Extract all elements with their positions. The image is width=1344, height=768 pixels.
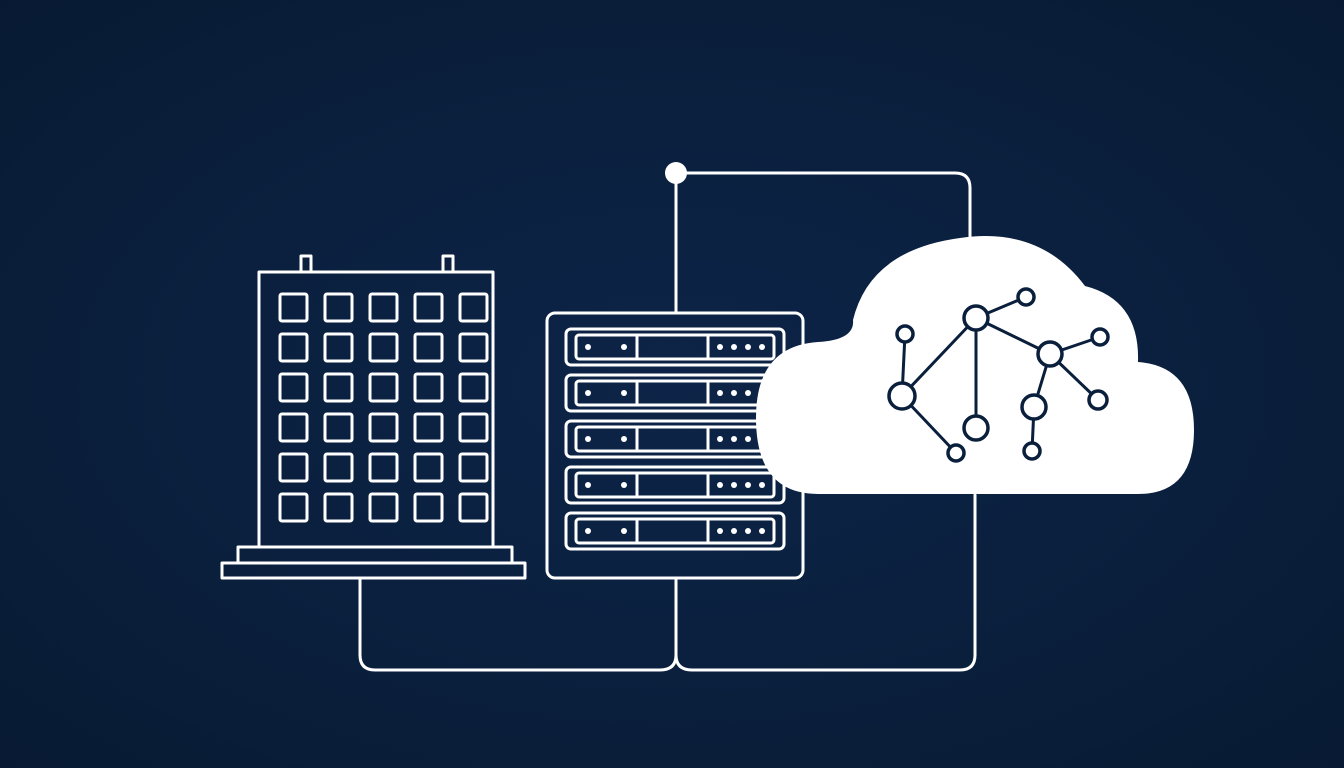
server-unit-faceplate	[574, 425, 776, 453]
building-body	[257, 270, 495, 549]
building-window	[278, 372, 309, 403]
server-unit	[564, 511, 786, 551]
server-indicator-light	[585, 528, 591, 534]
building-window	[368, 372, 399, 403]
server-unit	[564, 327, 786, 367]
server-indicator-light	[717, 344, 723, 350]
server-indicator-light	[731, 390, 737, 396]
graph-node	[895, 324, 915, 344]
building-window	[323, 412, 354, 443]
server-indicator-light	[717, 528, 723, 534]
building-window	[458, 452, 489, 483]
building-icon	[220, 254, 527, 580]
graph-node	[887, 381, 917, 411]
building-window	[458, 412, 489, 443]
graph-node	[1090, 327, 1110, 347]
building-window	[413, 452, 444, 483]
building-window	[323, 492, 354, 523]
building-window	[278, 332, 309, 363]
graph-node	[1016, 287, 1036, 307]
building-window	[458, 292, 489, 323]
top-connector-line	[674, 171, 972, 314]
building-window	[458, 492, 489, 523]
server-indicator-light	[731, 528, 737, 534]
building-antenna-left	[299, 254, 313, 274]
server-indicator-light	[759, 482, 765, 488]
building-window	[458, 372, 489, 403]
building-window	[278, 452, 309, 483]
server-units	[564, 327, 786, 551]
server-indicator-light	[759, 344, 765, 350]
server-indicator-light	[621, 344, 627, 350]
server-indicator-light	[759, 528, 765, 534]
building-window	[323, 292, 354, 323]
server-indicator-light	[621, 390, 627, 396]
server-indicator-light	[717, 436, 723, 442]
building-window	[413, 372, 444, 403]
connection-lines	[358, 171, 977, 672]
graph-node	[962, 304, 990, 332]
building-window	[368, 292, 399, 323]
building-window	[278, 492, 309, 523]
server-indicator-light	[585, 436, 591, 442]
junction-dot	[665, 162, 687, 184]
server-indicator-light	[621, 436, 627, 442]
building-window	[323, 332, 354, 363]
server-indicator-light	[585, 390, 591, 396]
building-window	[368, 492, 399, 523]
server-unit-faceplate	[574, 517, 776, 545]
graph-node	[946, 443, 966, 463]
graph-node	[1022, 441, 1042, 461]
server-indicator-light	[717, 482, 723, 488]
building-window	[413, 412, 444, 443]
server-indicator-light	[717, 390, 723, 396]
server-indicator-light	[745, 482, 751, 488]
server-indicator-light	[731, 436, 737, 442]
server-indicator-light	[731, 344, 737, 350]
cloud-network-icon	[756, 236, 1194, 494]
building-window	[278, 292, 309, 323]
building-window	[413, 492, 444, 523]
server-indicator-light	[621, 528, 627, 534]
server-indicator-light	[745, 528, 751, 534]
graph-edge	[900, 316, 978, 398]
building-window	[323, 452, 354, 483]
building-window	[413, 332, 444, 363]
server-indicator-light	[731, 482, 737, 488]
server-indicator-light	[745, 390, 751, 396]
server-indicator-light	[621, 482, 627, 488]
building-window	[323, 372, 354, 403]
building-window	[278, 412, 309, 443]
server-indicator-light	[745, 436, 751, 442]
building-window	[413, 292, 444, 323]
bottom-connector-line	[358, 493, 977, 672]
server-indicator-light	[585, 344, 591, 350]
graph-node	[1036, 340, 1064, 368]
building-antenna-right	[441, 254, 455, 274]
building-window	[368, 332, 399, 363]
cloud-graph	[887, 287, 1110, 463]
graph-node	[1020, 393, 1048, 421]
building-windows	[278, 292, 489, 523]
graph-node	[1087, 389, 1109, 411]
server-unit-faceplate	[574, 379, 776, 407]
building-window	[368, 412, 399, 443]
server-unit-faceplate	[574, 333, 776, 361]
graph-node	[962, 414, 990, 442]
server-indicator-light	[585, 482, 591, 488]
building-window	[458, 332, 489, 363]
server-unit-faceplate	[574, 471, 776, 499]
building-window	[368, 452, 399, 483]
server-indicator-light	[745, 344, 751, 350]
building-base	[220, 545, 527, 580]
